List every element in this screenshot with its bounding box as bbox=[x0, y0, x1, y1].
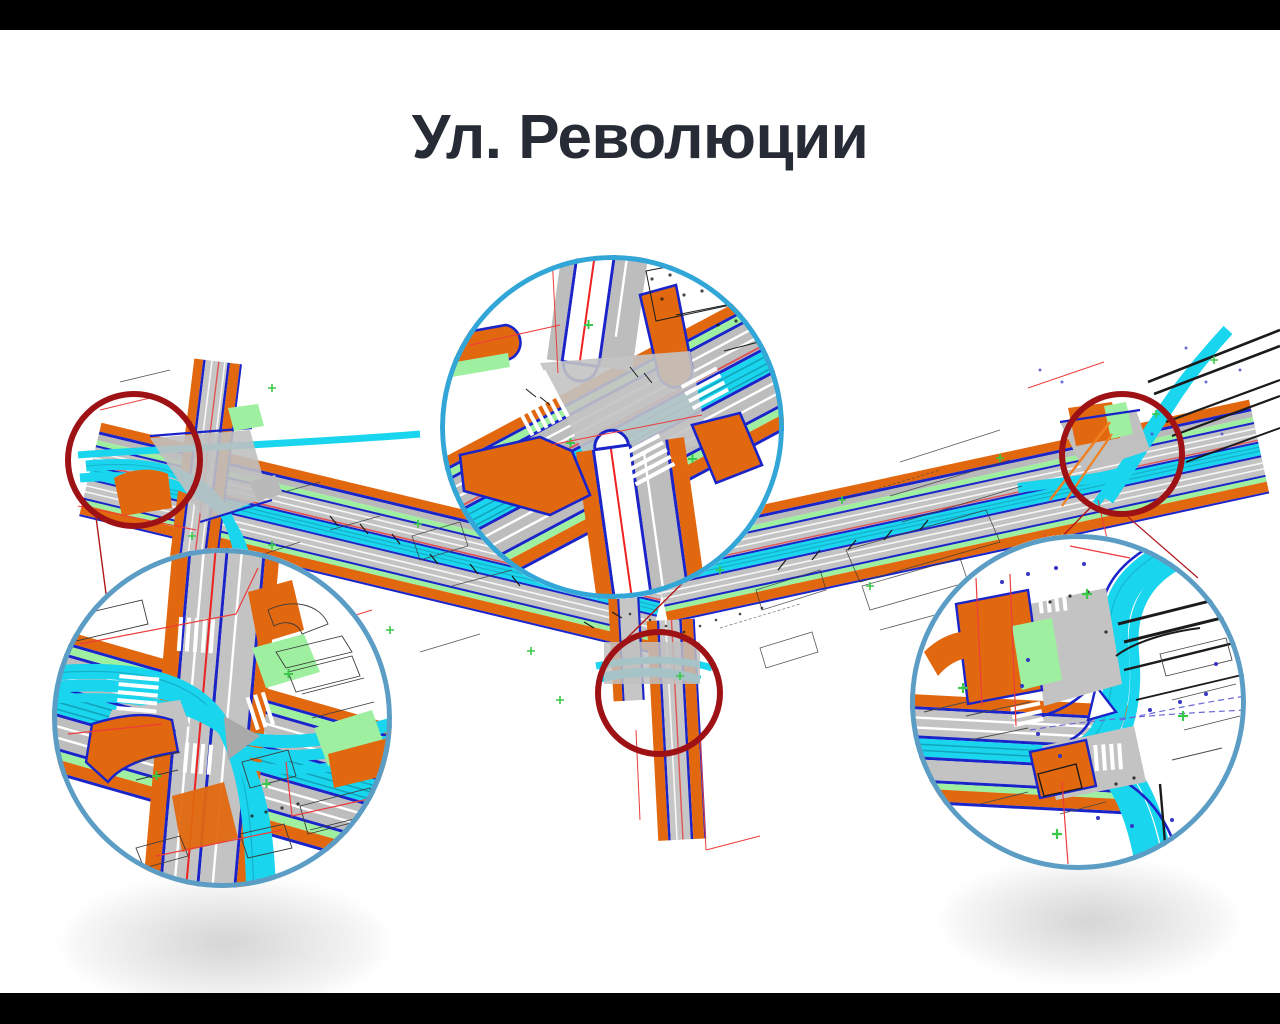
callout-right[interactable] bbox=[910, 534, 1246, 870]
callout-top-drawing bbox=[440, 255, 784, 599]
letterbox-bar-top bbox=[0, 0, 1280, 30]
callout-left[interactable] bbox=[52, 548, 392, 888]
letterbox-bar-bottom bbox=[0, 993, 1280, 1024]
page-title: Ул. Революции bbox=[411, 103, 869, 172]
slide-canvas: Ул. Революции bbox=[0, 30, 1280, 993]
callout-right-drawing bbox=[910, 534, 1246, 870]
callout-top[interactable] bbox=[440, 255, 784, 599]
callout-left-drawing bbox=[52, 548, 392, 888]
